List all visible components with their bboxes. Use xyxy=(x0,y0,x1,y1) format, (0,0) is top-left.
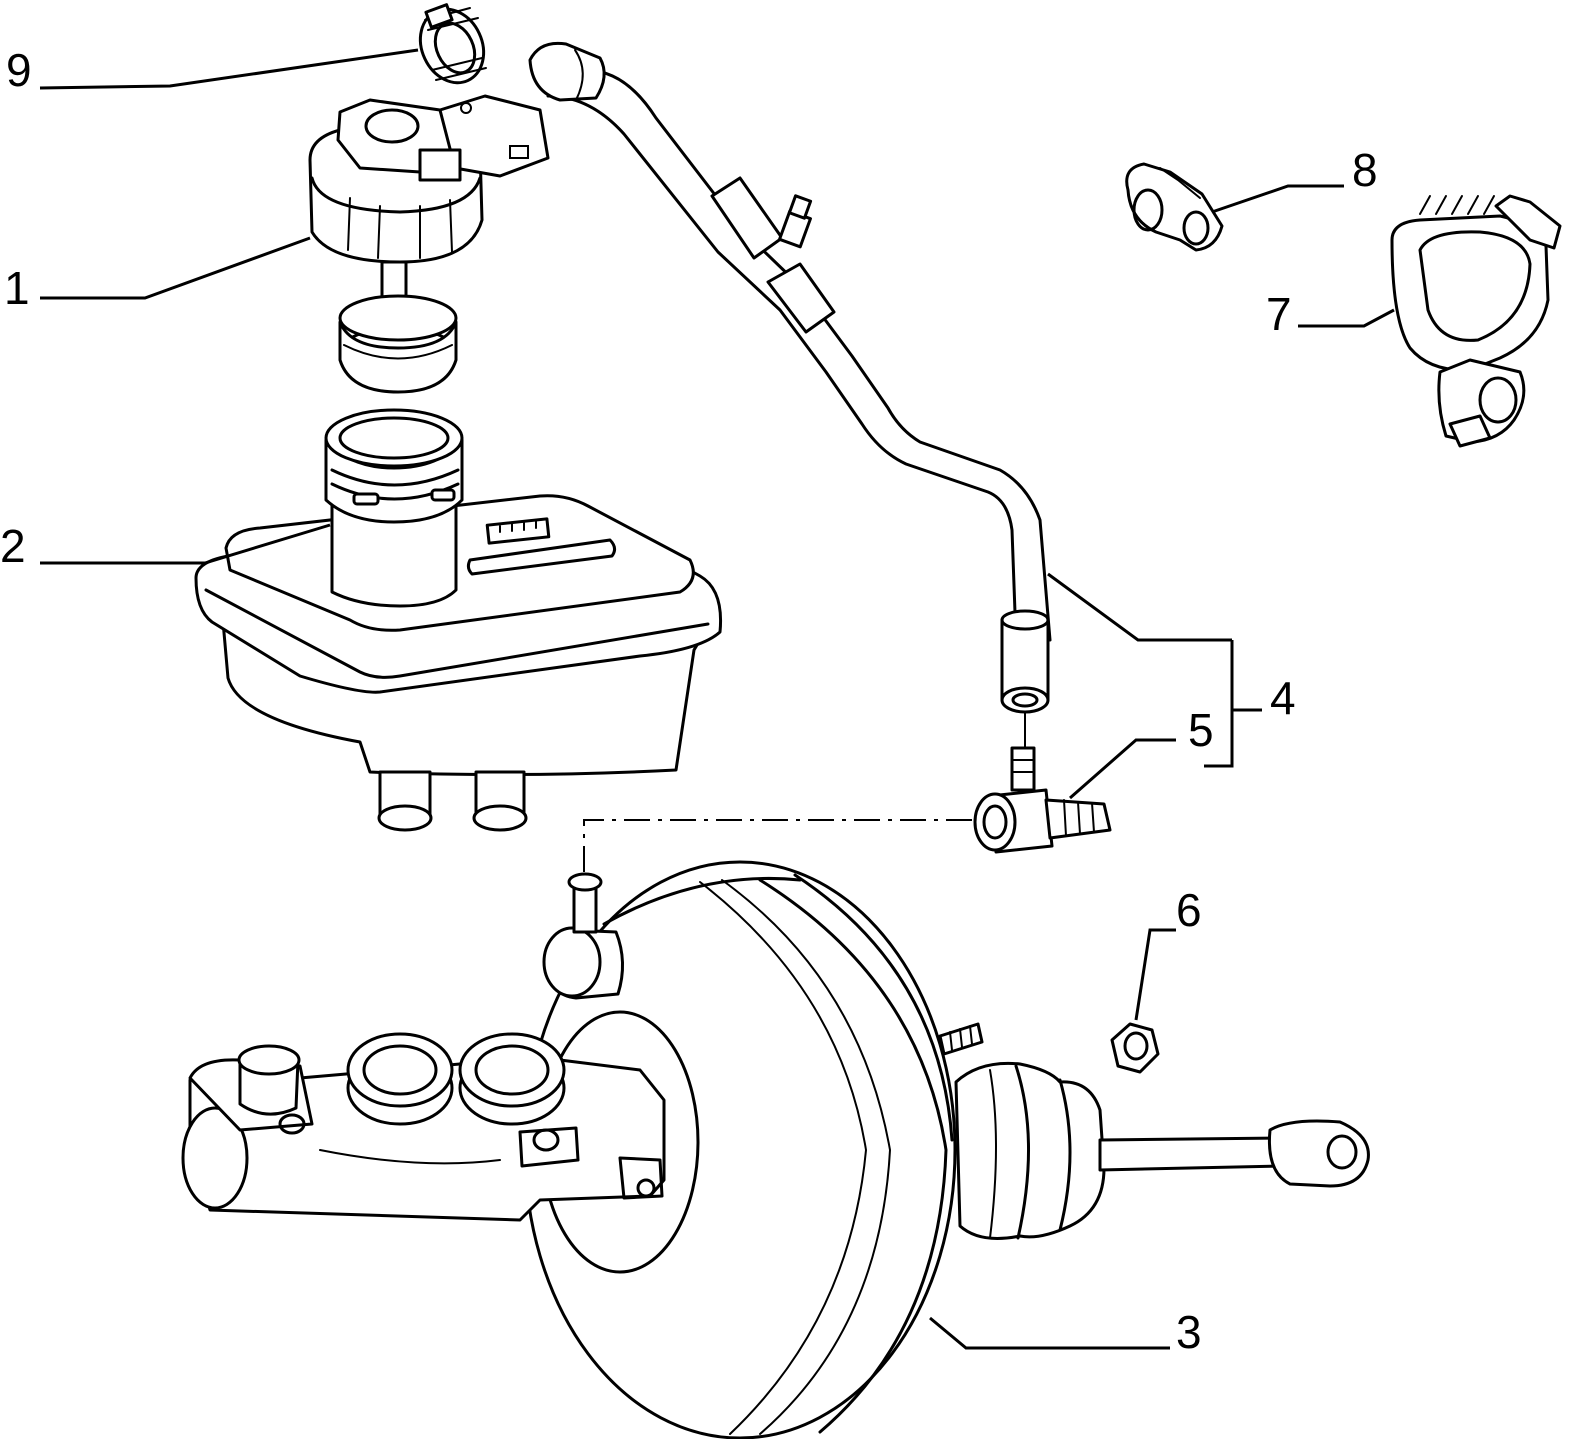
part-8-clip xyxy=(1125,162,1224,252)
callout-2: 2 xyxy=(0,520,26,572)
callout-5: 5 xyxy=(1188,704,1214,756)
callout-9: 9 xyxy=(6,44,32,96)
part-1-reservoir-cap xyxy=(308,94,550,394)
part-5-check-valve xyxy=(973,711,1112,854)
callout-7: 7 xyxy=(1266,288,1292,340)
callout-6: 6 xyxy=(1176,884,1202,936)
part-3-brake-servo xyxy=(523,860,1370,1439)
connection-line xyxy=(583,819,972,872)
part-9-hose-clamp xyxy=(418,3,487,85)
callout-4: 4 xyxy=(1270,672,1296,724)
leader-lines xyxy=(39,48,1395,1350)
part-7-clamp xyxy=(1390,194,1562,448)
part-6-nut xyxy=(1110,1022,1160,1074)
callout-labels: 9 1 2 3 4 5 6 7 8 xyxy=(0,44,1378,1358)
callout-3: 3 xyxy=(1176,1306,1202,1358)
callout-8: 8 xyxy=(1352,144,1378,196)
part-4-vacuum-hose xyxy=(528,41,1052,714)
part-2-fluid-reservoir xyxy=(194,408,723,832)
callout-1: 1 xyxy=(4,262,30,314)
master-cylinder xyxy=(181,1032,666,1222)
